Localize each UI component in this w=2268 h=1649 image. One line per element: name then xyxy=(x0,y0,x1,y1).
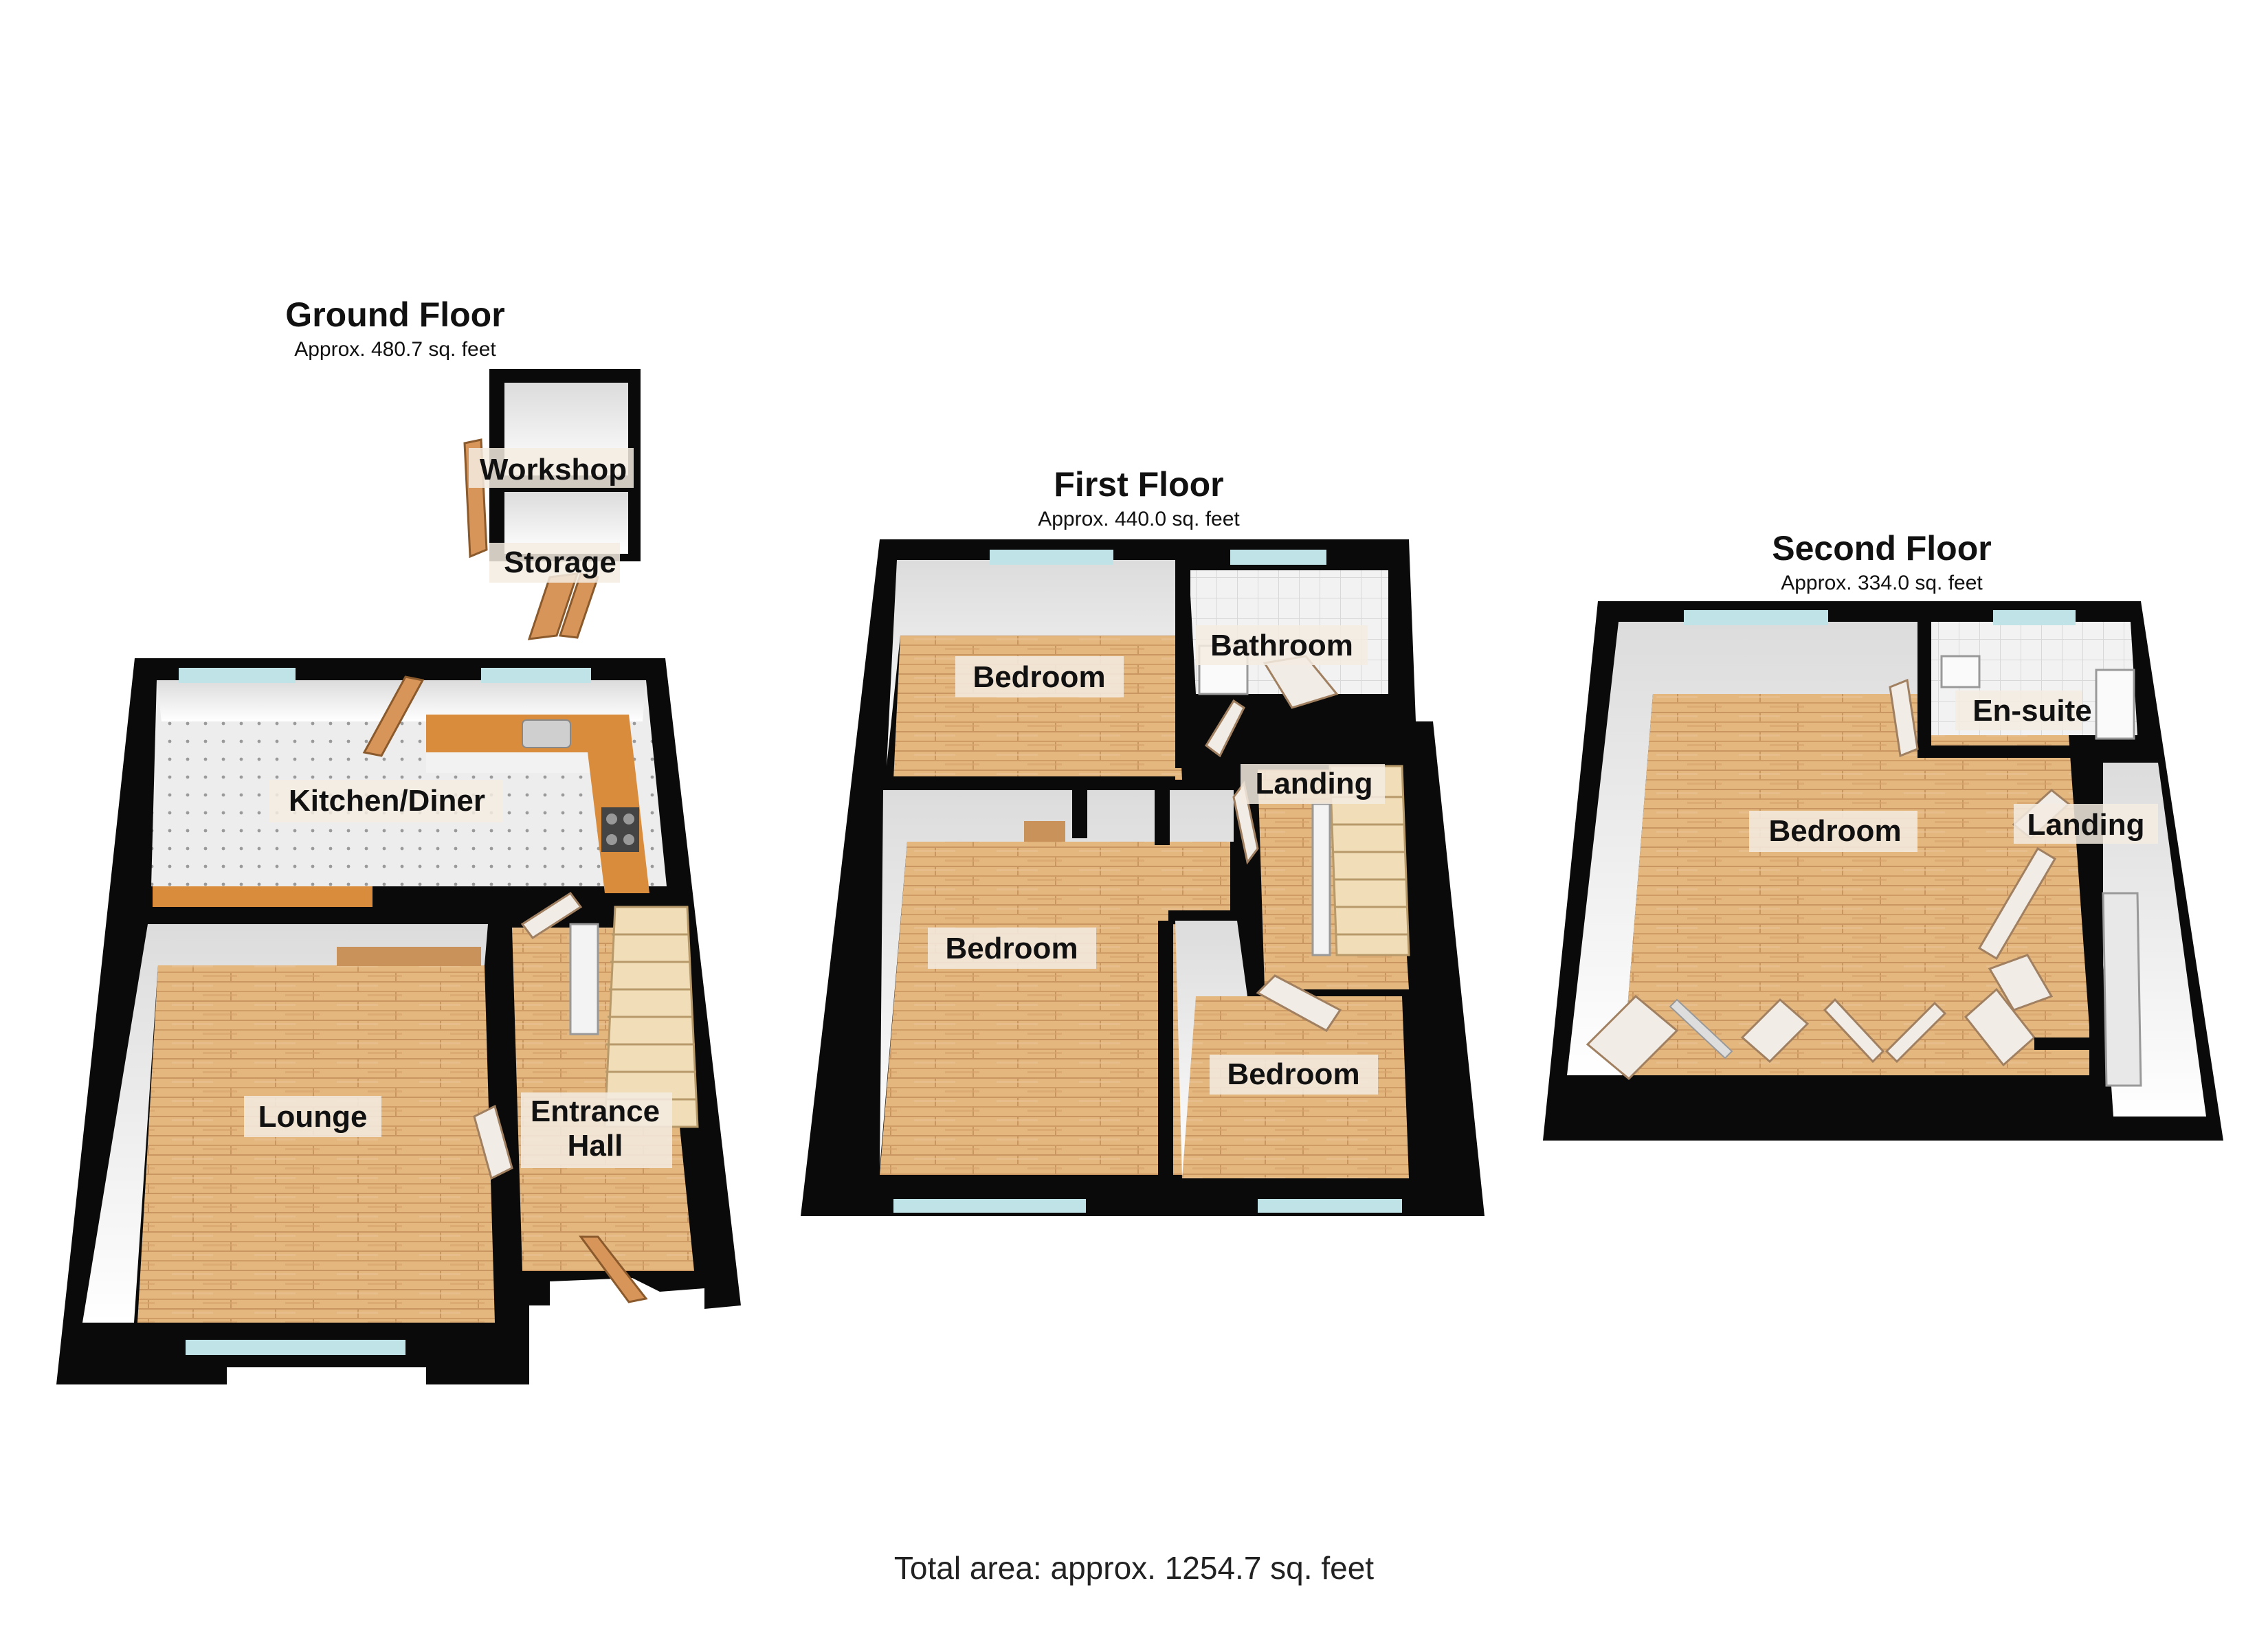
bedroom-2-floor xyxy=(880,842,1230,1175)
first-floor-staircase xyxy=(1311,765,1410,956)
kitchen-window xyxy=(179,668,296,683)
second-floor-staircase xyxy=(2102,892,2142,1087)
room-label-bedroom-2: Bedroom xyxy=(945,932,1078,965)
hob-icon xyxy=(601,807,639,852)
second-bedroom-floor xyxy=(1622,694,2093,1075)
second-floor xyxy=(1543,601,2223,1141)
ground-floor-area: Approx. 480.7 sq. feet xyxy=(294,338,496,361)
bedroom-1-window xyxy=(990,550,1113,565)
room-label-hall: Hall xyxy=(568,1129,623,1163)
room-label-en-suite: En-suite xyxy=(1972,694,2092,728)
front-door xyxy=(579,1235,648,1303)
ground-floor-title: Ground Floor xyxy=(285,295,504,334)
kitchen-window xyxy=(481,668,591,683)
room-label-entrance: Entrance xyxy=(531,1095,660,1128)
first-floor-front-window xyxy=(1258,1199,1402,1213)
en-suite-basin xyxy=(1940,655,1981,688)
en-suite-door xyxy=(1889,678,1919,758)
kitchen-back-door xyxy=(362,675,425,757)
room-label-second-landing: Landing xyxy=(2027,808,2144,842)
second-landing-door xyxy=(1977,846,2057,961)
second-floor-title: Second Floor xyxy=(1772,529,1991,568)
room-label-bathroom: Bathroom xyxy=(1210,629,1353,662)
shower xyxy=(2095,669,2135,740)
second-floor-window xyxy=(1684,610,1828,625)
second-floor-area: Approx. 334.0 sq. feet xyxy=(1781,572,1983,594)
sink-icon xyxy=(522,719,571,748)
first-floor xyxy=(801,539,1485,1216)
hall-door xyxy=(520,891,583,940)
cupboard xyxy=(1024,821,1065,842)
room-label-storage: Storage xyxy=(504,546,616,579)
lounge-door xyxy=(473,1104,513,1180)
lounge-floor xyxy=(137,965,495,1323)
breakfast-bar xyxy=(153,886,373,907)
workshop-storage-outbuilding xyxy=(463,369,641,640)
room-label-kitchen-diner: Kitchen/Diner xyxy=(289,784,485,818)
first-floor-front-window xyxy=(893,1199,1086,1213)
total-area: Total area: approx. 1254.7 sq. feet xyxy=(894,1550,1374,1586)
landing-door xyxy=(1205,699,1245,758)
lounge-window xyxy=(186,1340,405,1355)
room-label-second-bedroom: Bedroom xyxy=(1768,814,1901,848)
velux-windows xyxy=(1586,954,2054,1081)
fireplace xyxy=(337,947,481,966)
bathroom-window xyxy=(1230,550,1326,565)
room-label-bedroom-1: Bedroom xyxy=(972,660,1105,694)
first-floor-area: Approx. 440.0 sq. feet xyxy=(1038,508,1240,530)
bedroom-3-door xyxy=(1256,974,1342,1032)
room-label-lounge: Lounge xyxy=(258,1100,368,1134)
room-label-landing: Landing xyxy=(1255,767,1372,800)
ground-floor xyxy=(56,369,741,1384)
room-label-bedroom-3: Bedroom xyxy=(1227,1057,1359,1091)
en-suite-window xyxy=(1993,610,2076,625)
room-label-workshop: Workshop xyxy=(480,453,627,486)
first-floor-title: First Floor xyxy=(1054,465,1223,504)
kitchen-worktop xyxy=(426,715,649,893)
